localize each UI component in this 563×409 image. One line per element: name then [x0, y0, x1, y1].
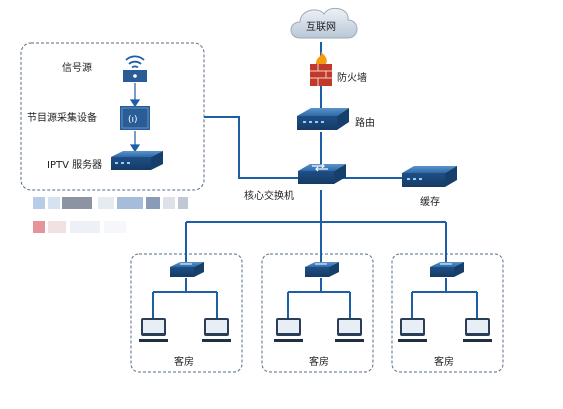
- monitor-icon: [274, 318, 303, 342]
- room-switch-icon-1: [170, 262, 204, 277]
- monitor-icon: [335, 318, 364, 342]
- monitor-icon: [139, 318, 168, 342]
- connection-lines: [152, 42, 478, 318]
- signal-source-icon: [123, 70, 147, 82]
- router-icon: [297, 108, 349, 130]
- core-switch-label: 核心交换机: [244, 189, 294, 202]
- signal-source-label: 信号源: [62, 61, 92, 74]
- blurred-region: [33, 197, 188, 233]
- internet-cloud-icon: [290, 7, 358, 39]
- cache-server-icon: [402, 166, 457, 187]
- room-label-2: 客房: [309, 355, 329, 368]
- monitor-icon: [398, 318, 427, 342]
- internet-label: 互联网: [306, 21, 336, 33]
- firewall-label: 防火墙: [337, 71, 367, 84]
- monitor-icon: [202, 318, 231, 342]
- wifi-icon: [125, 55, 145, 69]
- monitor-icon: [463, 318, 492, 342]
- room-label-1: 客房: [174, 355, 194, 368]
- cache-label: 缓存: [420, 195, 440, 208]
- iptv-server-label: IPTV 服务器: [47, 158, 102, 171]
- iptv-server-icon: [111, 151, 163, 170]
- room-switch-icon-3: [430, 262, 464, 277]
- room-group-box-3: [391, 253, 504, 373]
- source-chain-arrows: [129, 83, 141, 153]
- firewall-icon: [310, 52, 332, 86]
- room-switch-icon-2: [305, 262, 339, 277]
- router-label: 路由: [355, 116, 375, 129]
- capture-device-icon: (ı): [120, 106, 150, 130]
- svg-text:(ı): (ı): [128, 115, 138, 125]
- core-switch-icon: [298, 163, 346, 184]
- monitors: [139, 318, 492, 342]
- capture-device-label: 节目源采集设备: [27, 111, 97, 124]
- room-group-box-2: [261, 253, 374, 373]
- room-label-3: 客房: [434, 355, 454, 368]
